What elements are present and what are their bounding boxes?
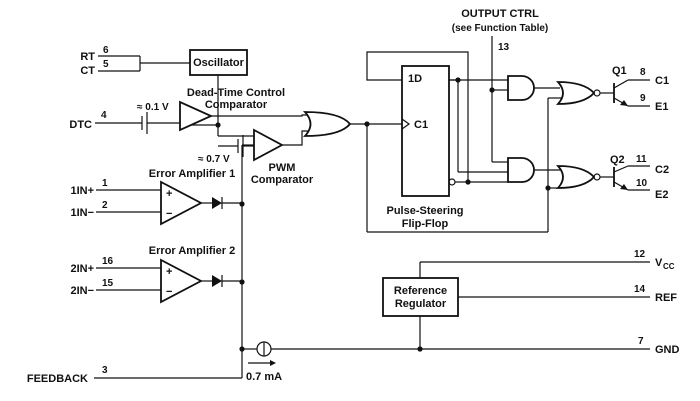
in1p-pin: 1IN+ 1 [70, 178, 161, 197]
e2-label: E2 [655, 189, 668, 201]
reference-regulator [382, 277, 459, 317]
in1p-num: 1 [102, 178, 108, 189]
ff-label-1: Pulse-Steering [386, 205, 463, 217]
e1-pin: 9 E1 [640, 93, 668, 113]
in1m-num: 2 [102, 200, 108, 211]
and-gate-upper [507, 75, 535, 101]
vcc-num: 12 [634, 249, 646, 260]
gnd-num: 7 [638, 336, 644, 347]
nor-gate-upper [555, 81, 596, 105]
q2-label: Q2 [610, 154, 625, 166]
pwm-comparator [253, 128, 284, 162]
pwm-comparator-label-2: Comparator [251, 174, 314, 186]
c2-pin: 11 C2 [636, 154, 669, 176]
dtc-comparator-label-2: Comparator [205, 99, 268, 111]
ct-label: CT [80, 65, 95, 77]
c1-label: C1 [655, 75, 669, 87]
vcc-sub: CC [663, 262, 675, 271]
error-amplifier-2 [160, 258, 203, 304]
dtc-label: DTC [69, 119, 92, 131]
c2-num: 11 [636, 154, 647, 165]
ea2-plus: + [166, 266, 172, 278]
in2p-label: 2IN+ [70, 263, 94, 275]
or-gate-main [302, 111, 352, 137]
dtc-offset-value: ≈ 0.1 V [137, 102, 169, 113]
ref-label: REF [655, 292, 677, 304]
outctrl-sub: (see Function Table) [452, 23, 549, 34]
e1-num: 9 [640, 93, 646, 104]
and-gate-lower [507, 157, 535, 183]
ea1-plus: + [166, 188, 172, 200]
dtc-comparator-label-1: Dead-Time Control [187, 87, 285, 99]
ea1-label: Error Amplifier 1 [149, 168, 235, 180]
in2m-num: 15 [102, 278, 114, 289]
ff-d-label: 1D [408, 73, 422, 85]
e2-num: 10 [636, 178, 648, 189]
rt-label: RT [80, 51, 95, 63]
feedback-label: FEEDBACK [27, 373, 88, 385]
gnd-label: GND [655, 344, 680, 356]
ref-label-1: Reference [394, 285, 447, 297]
ea1-diode [212, 197, 222, 209]
in2p-pin: 2IN+ 16 [70, 256, 161, 275]
in1m-pin: 1IN− 2 [70, 200, 161, 219]
dtc-num: 4 [101, 110, 107, 121]
in2p-num: 16 [102, 256, 114, 267]
ea2-label: Error Amplifier 2 [149, 245, 235, 257]
vcc-pin: 12 V CC [634, 249, 675, 271]
current-value: 0.7 mA [246, 371, 282, 383]
c1-num: 8 [640, 67, 646, 78]
pulse-steering-flip-flop [401, 65, 450, 197]
c2-label: C2 [655, 164, 669, 176]
dtc-pin: DTC 4 [69, 110, 142, 131]
in2m-pin: 2IN− 15 [70, 278, 161, 297]
pwm-offset-value: ≈ 0.7 V [198, 154, 230, 165]
outctrl-num: 13 [498, 42, 510, 53]
e2-pin: 10 E2 [636, 178, 668, 201]
in2m-label: 2IN− [70, 285, 94, 297]
ct-pin: CT 5 [80, 59, 140, 77]
ct-num: 5 [103, 59, 109, 70]
e1-label: E1 [655, 101, 668, 113]
ref-num: 14 [634, 284, 646, 295]
q1-label: Q1 [612, 65, 627, 77]
ref-pin: 14 REF [634, 284, 677, 304]
outctrl-label: OUTPUT CTRL [461, 8, 539, 20]
ff-c-label: C1 [414, 119, 428, 131]
in1m-label: 1IN− [70, 207, 94, 219]
in1p-label: 1IN+ [70, 185, 94, 197]
vcc-label: V [655, 257, 663, 269]
nor-gate-lower [555, 165, 596, 189]
rt-pin: RT 6 [80, 45, 140, 63]
feedback-pin: FEEDBACK 3 [27, 365, 242, 385]
rt-num: 6 [103, 45, 109, 56]
c1-pin: 8 C1 [640, 67, 669, 87]
feedback-num: 3 [102, 365, 108, 376]
ea1-minus: − [166, 208, 172, 220]
ea2-diode [212, 275, 222, 287]
ff-label-2: Flip-Flop [402, 218, 449, 230]
pwm-comparator-label-1: PWM [269, 162, 296, 174]
ref-label-2: Regulator [395, 298, 447, 310]
error-amplifier-1 [160, 180, 203, 226]
oscillator-label: Oscillator [193, 57, 244, 69]
ea2-minus: − [166, 286, 172, 298]
dtc-comparator [179, 100, 214, 132]
gnd-pin: 7 GND [638, 336, 680, 356]
